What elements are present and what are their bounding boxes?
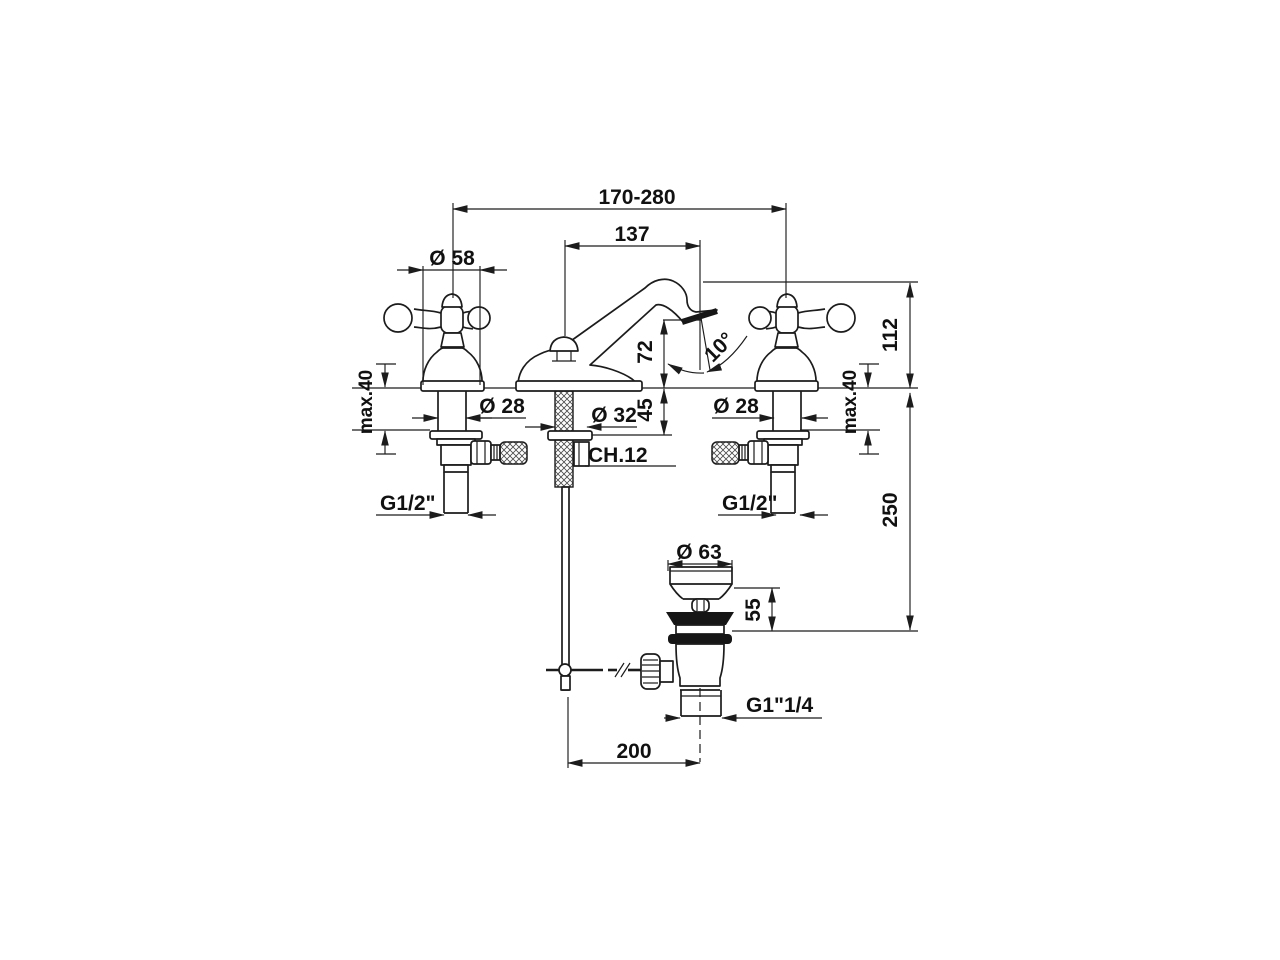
dim-handle-hole-left-label: Ø 28: [479, 395, 525, 418]
left-handle-valve: [383, 293, 528, 514]
dim-waste-thread-label: G1"1/4: [746, 694, 813, 717]
dim-spout-reach-label: 137: [614, 223, 649, 246]
pop-up-waste: [640, 566, 734, 762]
dim-center-spread-label: 170-280: [598, 186, 675, 209]
dim-rod-length-below-deck-label: 250: [879, 492, 902, 527]
dim-max-deck-left-label: max.40: [356, 370, 377, 434]
spout-base-rim: [515, 380, 643, 392]
dim-spout-hole-label: Ø 32: [591, 404, 637, 427]
dim-handle-hole-left: Ø 28: [412, 395, 526, 422]
dim-waste-flange-label: Ø 63: [676, 541, 722, 564]
valve-body: [440, 444, 472, 466]
dim-spout-angle-label: 10°: [700, 328, 739, 367]
dim-supply-thread-left-label: G1/2": [380, 492, 435, 515]
dim-shank-below-deck: 45: [592, 388, 672, 436]
handle-base-rim: [420, 380, 485, 392]
dim-handle-hole-right-label: Ø 28: [713, 395, 759, 418]
waste-top-cap: [669, 566, 733, 585]
dim-spout-outlet-height-label: 72: [634, 340, 657, 363]
dimensions: 170-280 137 Ø 58 112 250: [356, 186, 918, 768]
waste-lever: [640, 653, 674, 690]
handle-ball-long: [383, 303, 413, 333]
waste-body: [675, 643, 725, 687]
handle-ball-short: [467, 306, 491, 330]
valve-collar: [436, 438, 476, 446]
rod-joint: [558, 663, 572, 677]
dim-rod-to-waste-label: 200: [616, 740, 651, 763]
dim-center-spread: 170-280: [452, 186, 787, 298]
dim-spout-outlet-height: 72: [634, 319, 702, 389]
pop-up-rod-assembly: [546, 390, 642, 691]
dim-max-deck-right-label: max.40: [840, 370, 861, 434]
dim-waste-flange: Ø 63: [667, 541, 733, 571]
valve-flange: [429, 430, 483, 440]
tailpiece-step: [443, 464, 469, 473]
rod-nut: [573, 441, 590, 467]
dim-max-deck-right: max.40: [840, 363, 879, 455]
handle-finial: [441, 293, 463, 308]
hose-hex-nut: [470, 440, 492, 465]
pop-up-rod: [561, 486, 570, 691]
dim-rod-wrench: CH.12: [585, 444, 676, 467]
waste-upper-seal: [666, 612, 734, 625]
dim-supply-thread-right-label: G1/2": [722, 492, 777, 515]
waste-ring: [675, 624, 725, 635]
dim-spout-hole: Ø 32: [525, 404, 637, 431]
spout-outline: [517, 278, 718, 390]
dim-supply-thread-right: G1/2": [718, 492, 828, 519]
dim-waste-height-label: 55: [742, 598, 765, 622]
dim-handle-base-diameter: Ø 58: [397, 247, 507, 385]
dim-rod-wrench-label: CH.12: [588, 444, 648, 467]
dim-spout-angle: 10°: [667, 317, 748, 375]
dim-shank-below-deck-label: 45: [634, 398, 657, 422]
dim-waste-height: 55: [734, 587, 780, 632]
waste-plug-knob: [691, 598, 710, 613]
spout: [515, 278, 718, 392]
dim-spout-reach: 137: [564, 223, 701, 370]
hose-coupling: [490, 444, 501, 461]
pop-up-knob: [549, 336, 579, 362]
mounting-washer: [547, 430, 593, 441]
supply-hose: [499, 441, 528, 465]
dim-rod-to-waste: 200: [567, 697, 701, 768]
handle-bell: [422, 347, 483, 386]
dim-handle-base-diameter-label: Ø 58: [429, 247, 475, 270]
dim-waste-thread: G1"1/4: [664, 694, 822, 722]
rod-tail: [560, 675, 571, 691]
handle-neck: [440, 332, 465, 348]
handle-hub: [440, 305, 464, 334]
dim-handle-hole-right: Ø 28: [712, 395, 828, 422]
dim-height-to-spout-top: 112: [703, 281, 918, 389]
waste-lower-seal: [668, 634, 732, 644]
dim-max-deck-left: max.40: [356, 363, 396, 455]
dim-supply-thread-left: G1/2": [376, 492, 496, 519]
dim-rod-length-below-deck: 250: [732, 392, 918, 632]
dim-height-to-spout-top-label: 112: [879, 318, 902, 352]
link-rod: [608, 662, 642, 678]
